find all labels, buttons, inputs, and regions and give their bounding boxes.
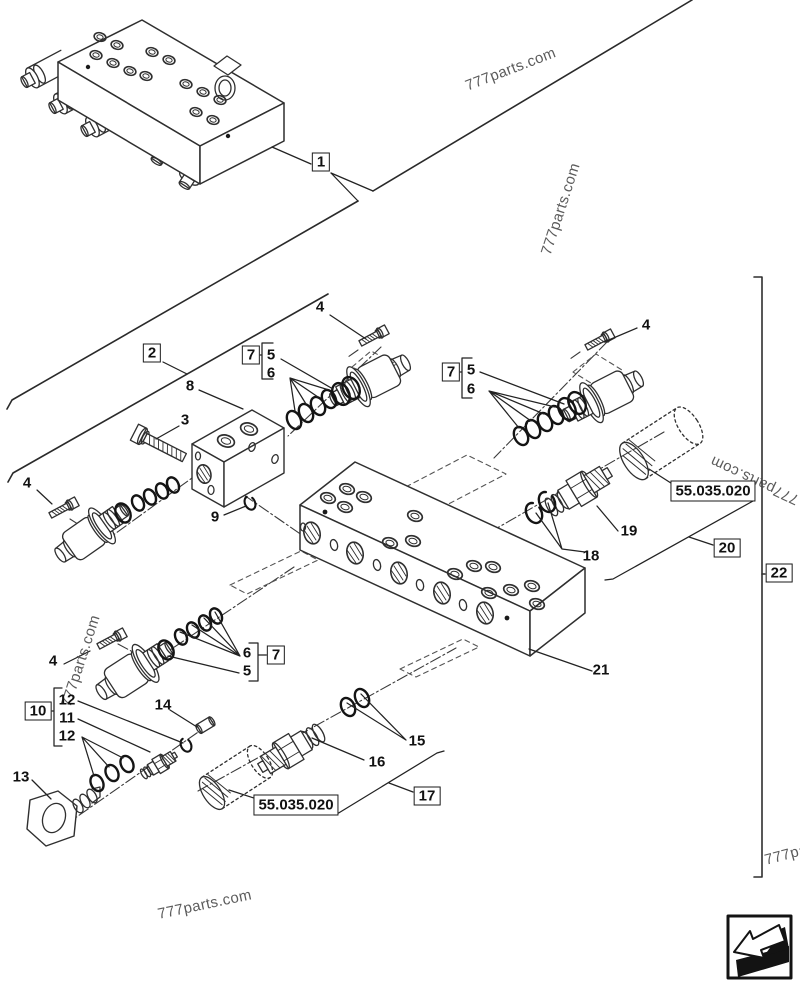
callout-box-1: 1 (311, 152, 331, 172)
callout-12-lower: 12 (58, 727, 76, 745)
section-ref-upper[interactable]: 55.035.020 (670, 480, 756, 502)
o-rings (88, 374, 589, 793)
callout-box-2: 2 (142, 343, 162, 363)
valve-block-8 (192, 410, 284, 507)
callout-6-right: 6 (466, 380, 476, 398)
callout-6-bottom: 6 (242, 644, 252, 662)
logo-band (736, 946, 789, 977)
fitting-16 (251, 717, 331, 782)
hex-plug-13 (27, 787, 100, 846)
section-divider-lines (7, 0, 692, 482)
callout-16: 16 (368, 753, 386, 771)
callout-5-bottom: 5 (242, 662, 252, 680)
callout-box-7-top: 7 (241, 345, 261, 365)
callout-12-upper: 12 (58, 691, 76, 709)
callout-box-10: 10 (24, 701, 52, 721)
logo-arrow-icon (734, 925, 785, 958)
callout-19: 19 (620, 522, 638, 540)
callout-4-bottom: 4 (48, 652, 58, 670)
callout-15: 15 (408, 732, 426, 750)
assembled-valve-illustration (16, 20, 284, 195)
callout-5-top: 5 (266, 346, 276, 364)
section-ref-lower[interactable]: 55.035.020 (253, 794, 339, 816)
callout-4-right: 4 (641, 316, 651, 334)
callout-4-mid: 4 (22, 474, 32, 492)
solenoid-valve-top (320, 340, 420, 421)
callout-5-right: 5 (466, 361, 476, 379)
manifold-block-21 (300, 462, 585, 656)
brand-logo[interactable] (728, 916, 791, 978)
callout-9: 9 (210, 508, 220, 526)
spacer-14 (194, 715, 217, 735)
callout-4-top: 4 (315, 298, 325, 316)
spring-plug-right (613, 401, 710, 486)
screw-right (583, 327, 617, 353)
callout-6-top: 6 (266, 364, 276, 382)
callout-11: 11 (59, 709, 75, 727)
screw-mid-left (47, 495, 81, 521)
callout-13: 13 (12, 768, 30, 786)
socket-screw-3 (130, 424, 188, 465)
callout-box-7-bottom: 7 (266, 645, 286, 665)
poppet-11 (137, 747, 181, 783)
callout-18: 18 (582, 547, 600, 565)
callout-3: 3 (180, 411, 190, 429)
screw-bottom-left (95, 626, 129, 652)
phantom-outlines (230, 351, 622, 677)
callout-22-bracket-line (754, 277, 765, 877)
callout-box-7-right: 7 (441, 362, 461, 382)
callout-8: 8 (185, 377, 195, 395)
callout-box-22: 22 (765, 563, 793, 583)
callout-box-20: 20 (713, 538, 741, 558)
callout-box-17: 17 (413, 786, 441, 806)
leader-lines (32, 147, 753, 814)
callout-21: 21 (592, 661, 610, 679)
callout-14: 14 (154, 696, 172, 714)
